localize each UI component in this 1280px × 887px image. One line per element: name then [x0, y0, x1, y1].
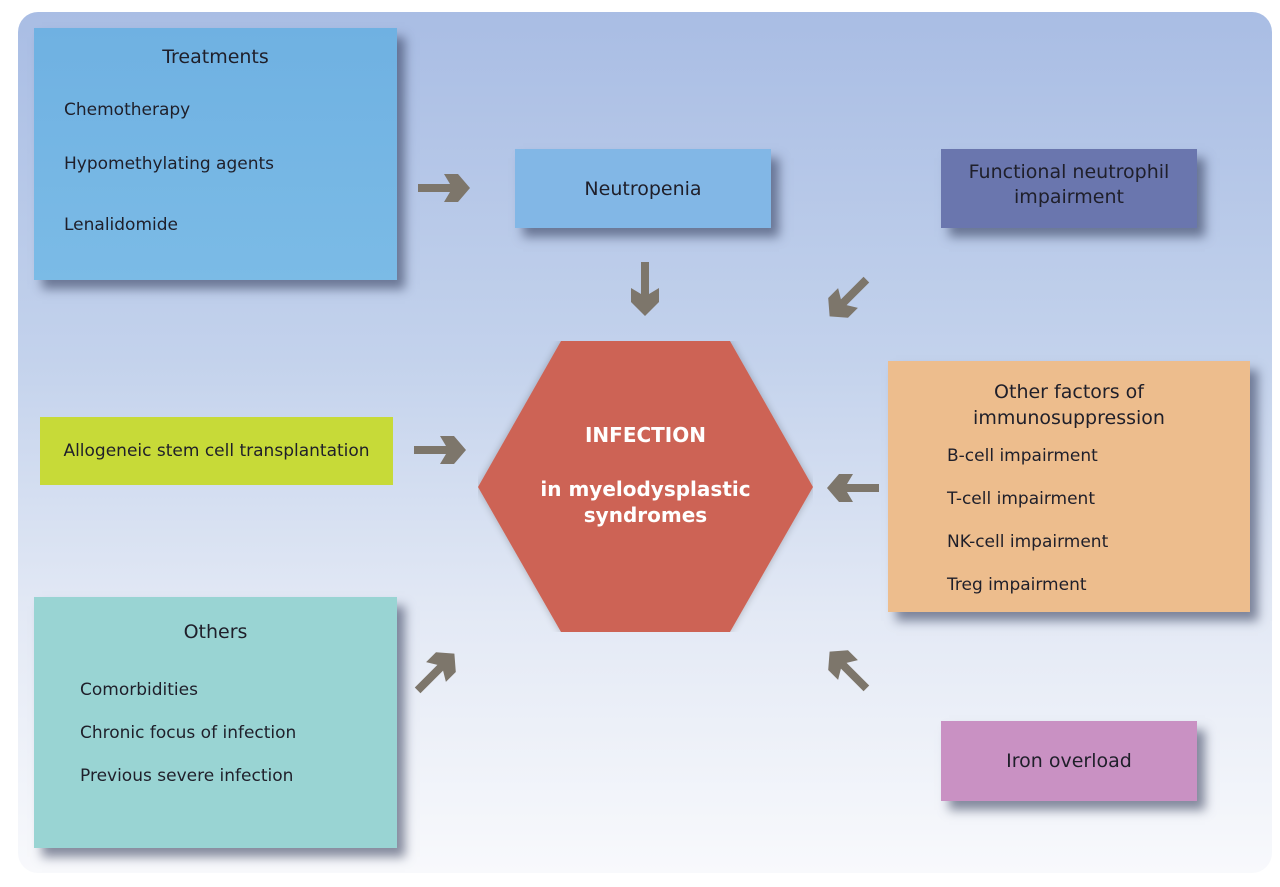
arrow-up-right-icon	[414, 652, 456, 694]
treatment-item: Hypomethylating agents	[64, 154, 275, 174]
allogeneic-label: Allogeneic stem cell transplantation	[63, 441, 370, 461]
arrow-down-left-icon	[828, 276, 870, 318]
other-factors-title-line1: Other factors of	[994, 381, 1144, 403]
others-item: Chronic focus of infection	[80, 723, 297, 743]
treatments-title: Treatments	[162, 46, 269, 68]
factor-item: Treg impairment	[947, 575, 1087, 595]
hexagon-shape	[478, 341, 813, 632]
neutropenia-label: Neutropenia	[584, 177, 702, 200]
functional-label-line2: impairment	[1014, 185, 1124, 208]
treatment-item: Lenalidomide	[64, 215, 178, 235]
iron-overload-label: Iron overload	[1006, 750, 1132, 772]
other-factors-title: Other factors of immunosuppression	[888, 379, 1250, 431]
factor-item: B-cell impairment	[947, 446, 1098, 466]
infection-title: INFECTION	[584, 423, 706, 447]
arrow-up-left-icon	[828, 650, 870, 692]
factor-item: NK-cell impairment	[947, 532, 1109, 552]
treatments-box: Treatments Chemotherapy Hypomethylating …	[34, 28, 397, 280]
others-item: Previous severe infection	[80, 766, 294, 786]
arrow-down-icon	[631, 262, 659, 316]
factor-item: T-cell impairment	[947, 489, 1095, 509]
others-box: Others Comorbidities Chronic focus of in…	[34, 597, 397, 848]
infection-hexagon: INFECTION in myelodysplastic syndromes	[478, 341, 813, 632]
other-factors-title-line2: immunosuppression	[973, 407, 1165, 429]
infection-subtitle-line2: syndromes	[583, 503, 708, 527]
others-item: Comorbidities	[80, 680, 198, 700]
others-title: Others	[183, 621, 248, 643]
other-factors-box: Other factors of immunosuppression B-cel…	[888, 361, 1250, 612]
functional-label-line1: Functional neutrophil	[968, 160, 1170, 183]
infection-subtitle-line1: in myelodysplastic	[540, 477, 751, 501]
arrow-right-icon	[418, 174, 470, 202]
allogeneic-transplant-box: Allogeneic stem cell transplantation	[40, 417, 393, 485]
arrow-left-icon	[827, 474, 879, 502]
functional-neutrophil-impairment-box: Functional neutrophil impairment	[941, 149, 1197, 228]
iron-overload-box: Iron overload	[941, 721, 1197, 801]
neutropenia-box: Neutropenia	[515, 149, 771, 228]
arrow-right-icon	[414, 436, 466, 464]
treatment-item: Chemotherapy	[64, 100, 191, 120]
